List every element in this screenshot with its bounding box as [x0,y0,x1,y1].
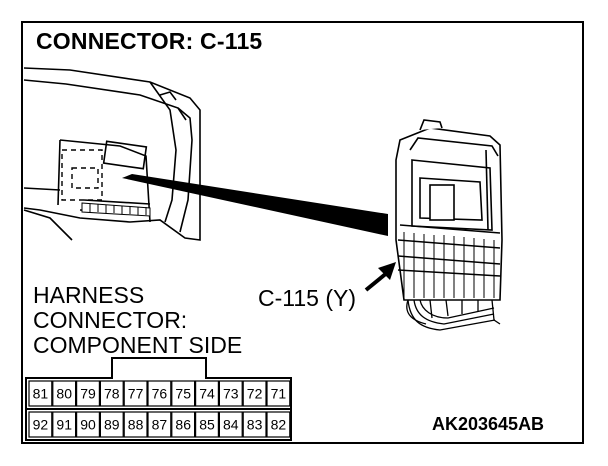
pin-cell-bottom [195,411,220,438]
pin-cell-top [28,380,53,407]
pin-number: 90 [80,417,96,433]
callout-arrow [364,262,396,292]
pin-number: 88 [128,417,144,433]
pin-cell-bottom [147,411,172,438]
pin-cell-top [99,380,124,407]
pointer-wedge [122,174,388,236]
pin-cell-top [147,380,172,407]
pin-number: 71 [271,386,287,402]
pin-number: 91 [56,417,72,433]
pin-cell-top [266,380,291,407]
dash-harness [81,202,151,217]
pin-cell-top [195,380,220,407]
pin-number: 83 [247,417,263,433]
ecu-module [395,119,503,301]
connector-callout: C-115 (Y) [258,285,356,311]
figure-code: AK203645AB [432,414,545,434]
pin-cell-top [218,380,243,407]
pin-number: 86 [175,417,191,433]
pin-number: 76 [152,386,168,402]
pin-number: 85 [199,417,215,433]
pin-cell-bottom [266,411,291,438]
connector-location-outline [61,149,103,201]
ecu-wire-bundle [406,299,501,331]
pin-number: 87 [152,417,168,433]
pin-cell-top [123,380,148,407]
pin-number: 77 [128,386,144,402]
harness-label-line2: CONNECTOR: [33,307,188,333]
pin-number: 72 [247,386,263,402]
pin-cell-bottom [75,411,100,438]
harness-label: HARNESS CONNECTOR: COMPONENT SIDE [33,283,242,358]
pin-number: 74 [199,386,215,402]
pin-number: 89 [104,417,120,433]
pin-number: 82 [271,417,287,433]
pin-cell-bottom [242,411,267,438]
pin-number: 92 [33,417,49,433]
harness-label-line3: COMPONENT SIDE [33,332,243,358]
pin-cell-bottom [123,411,148,438]
pin-cell-top [75,380,100,407]
pin-cell-top [242,380,267,407]
pin-cell-bottom [218,411,243,438]
pin-cell-top [171,380,196,407]
diagram-title: CONNECTOR: C-115 [36,28,263,54]
pin-cell-bottom [99,411,124,438]
pin-number: 73 [223,386,239,402]
pin-number: 80 [56,386,72,402]
pin-number: 84 [223,417,239,433]
pin-cell-bottom [52,411,77,438]
pin-cell-top [52,380,77,407]
harness-label-line1: HARNESS [33,282,145,308]
pin-number: 78 [104,386,120,402]
pin-cell-bottom [28,411,53,438]
pin-cell-bottom [171,411,196,438]
pin-number: 79 [80,386,96,402]
ecu-connector-pins [403,232,495,298]
pin-number: 75 [175,386,191,402]
pin-number: 81 [33,386,49,402]
connector-housing [25,357,292,441]
